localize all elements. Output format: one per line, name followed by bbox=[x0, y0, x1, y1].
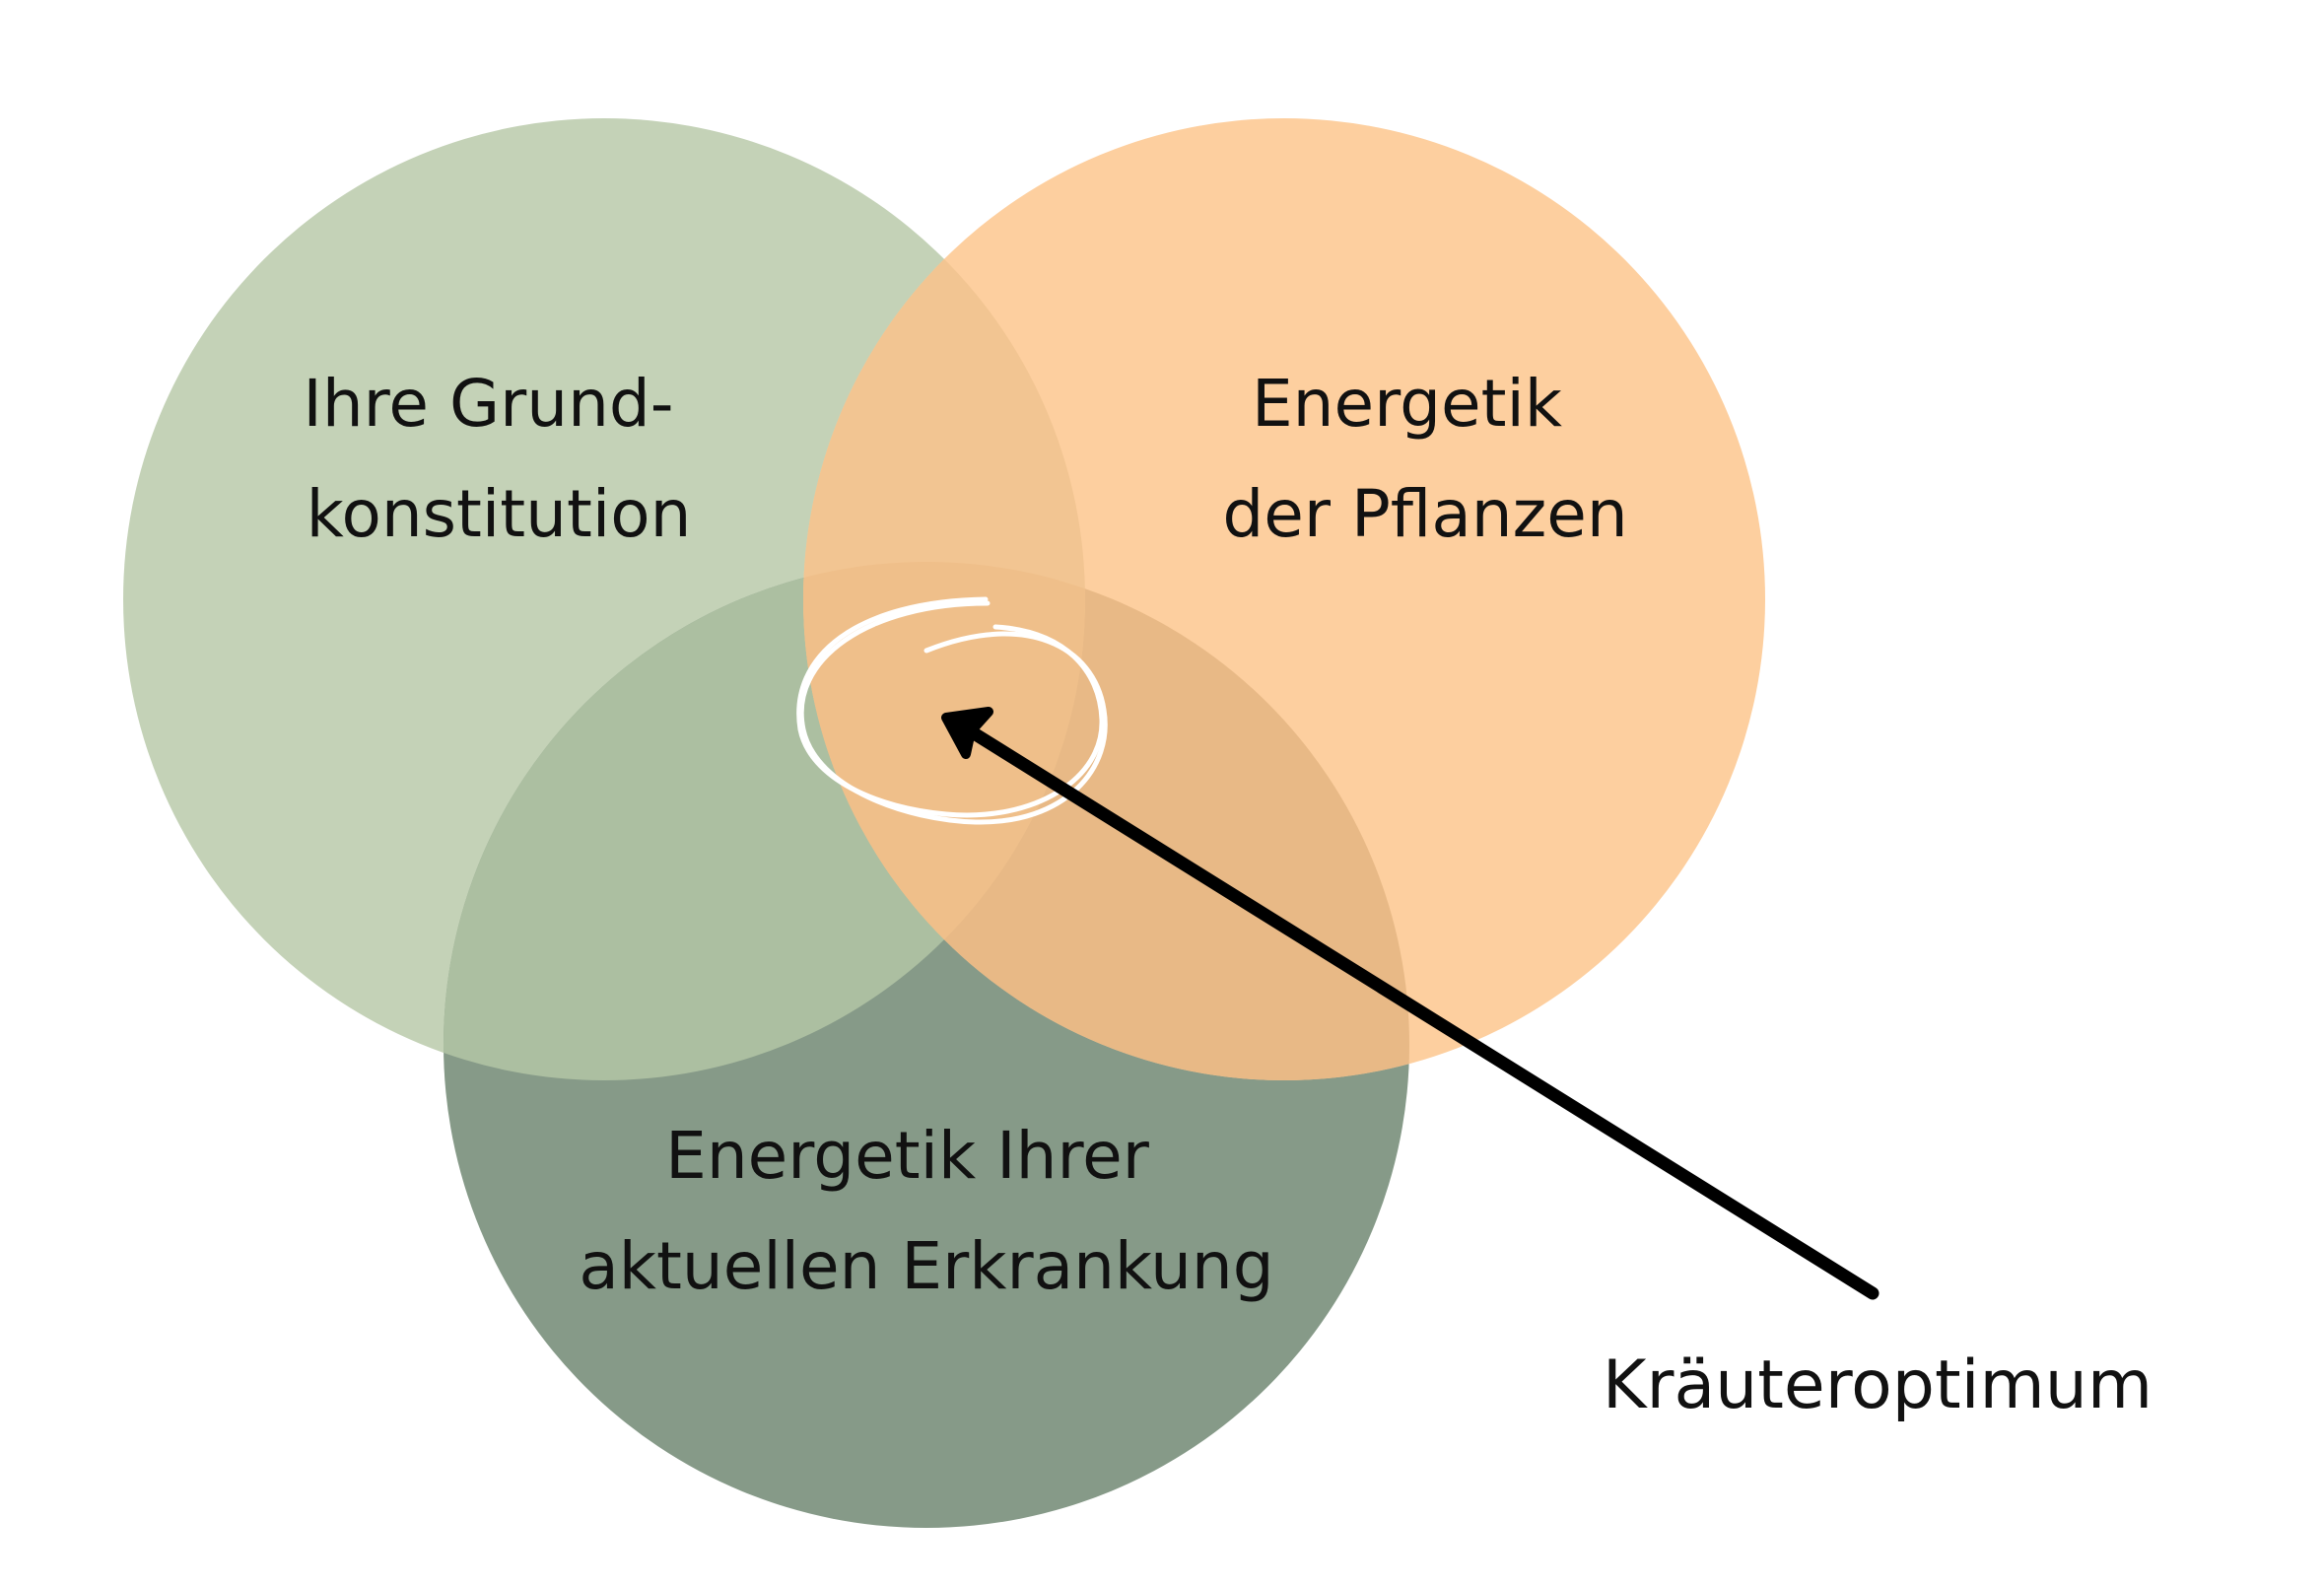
label-plants-line-2: der Pflanzen bbox=[1222, 476, 1627, 552]
arrow-to-center bbox=[941, 707, 1880, 1300]
label-illness-line-2: aktuellen Erkrankung bbox=[579, 1228, 1273, 1304]
label-illness-line-1: Energetik Ihrer bbox=[665, 1118, 1150, 1194]
label-illness: Energetik Ihrer aktuellen Erkrankung bbox=[579, 1118, 1273, 1304]
label-plants: Energetik der Pflanzen bbox=[1222, 366, 1627, 552]
label-plants-line-1: Energetik bbox=[1252, 366, 1563, 442]
label-constitution: Ihre Grund- konstitution bbox=[303, 366, 694, 552]
arrow-head bbox=[941, 707, 993, 759]
label-constitution-line-1: Ihre Grund- bbox=[303, 366, 673, 442]
arrow-shaft bbox=[964, 725, 1880, 1300]
highlight-ring bbox=[796, 596, 1108, 825]
label-constitution-line-2: konstitution bbox=[307, 476, 692, 552]
callout-label: Kräuteroptimum bbox=[1603, 1346, 2153, 1424]
